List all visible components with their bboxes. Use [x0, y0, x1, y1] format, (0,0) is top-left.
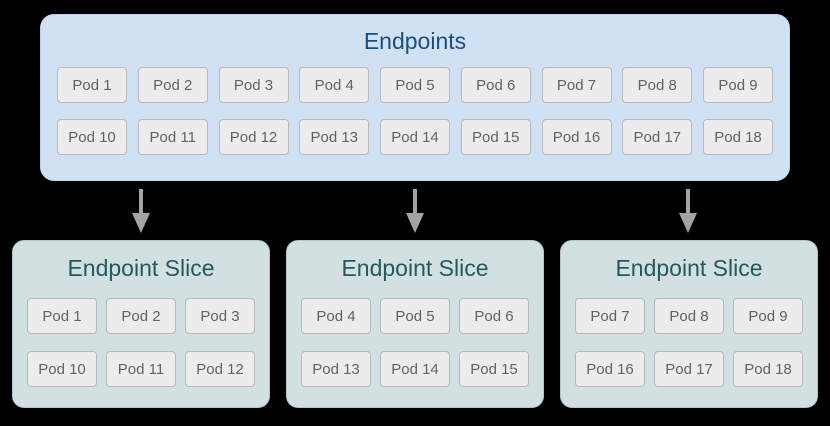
pod-chip: Pod 13 — [299, 119, 370, 155]
endpoints-box: Endpoints Pod 1 Pod 2 Pod 3 Pod 4 Pod 5 … — [40, 14, 790, 181]
pod-chip: Pod 18 — [703, 119, 773, 155]
endpoint-slice-box-2: Endpoint Slice Pod 4 Pod 5 Pod 6 Pod 13 … — [286, 240, 544, 408]
pod-chip: Pod 11 — [137, 119, 208, 155]
endpoint-slice-title: Endpoint Slice — [615, 255, 763, 281]
slice-pod-row-1: Pod 4 Pod 5 Pod 6 — [301, 298, 529, 334]
pod-chip: Pod 4 — [301, 298, 371, 334]
pod-chip: Pod 10 — [57, 119, 127, 155]
pod-chip: Pod 9 — [733, 298, 803, 334]
pod-chip: Pod 18 — [733, 351, 803, 387]
pod-chip: Pod 15 — [459, 351, 529, 387]
pod-chip: Pod 1 — [27, 298, 97, 334]
endpoints-pod-row-2: Pod 10 Pod 11 Pod 12 Pod 13 Pod 14 Pod 1… — [57, 119, 773, 155]
pod-chip: Pod 4 — [299, 67, 370, 103]
pod-chip: Pod 7 — [575, 298, 645, 334]
pod-chip: Pod 5 — [380, 298, 450, 334]
pod-chip: Pod 6 — [460, 67, 531, 103]
pod-chip: Pod 16 — [575, 351, 645, 387]
pod-chip: Pod 1 — [57, 67, 127, 103]
pod-chip: Pod 2 — [137, 67, 208, 103]
pod-chip: Pod 8 — [622, 67, 693, 103]
endpoint-slice-box-3: Endpoint Slice Pod 7 Pod 8 Pod 9 Pod 16 … — [560, 240, 818, 408]
pod-chip: Pod 14 — [380, 351, 450, 387]
pod-chip: Pod 12 — [185, 351, 255, 387]
pod-chip: Pod 11 — [106, 351, 176, 387]
pod-chip: Pod 8 — [654, 298, 724, 334]
endpoint-slice-title: Endpoint Slice — [341, 255, 489, 281]
down-arrow-icon — [679, 189, 697, 233]
pod-chip: Pod 5 — [380, 67, 450, 103]
endpoints-title: Endpoints — [363, 28, 467, 54]
pod-chip: Pod 16 — [541, 119, 612, 155]
slice-pod-row-2: Pod 10 Pod 11 Pod 12 — [27, 351, 255, 387]
pod-chip: Pod 14 — [380, 119, 450, 155]
pod-chip: Pod 10 — [27, 351, 97, 387]
pod-chip: Pod 3 — [185, 298, 255, 334]
pod-chip: Pod 3 — [218, 67, 289, 103]
endpoint-slice-box-1: Endpoint Slice Pod 1 Pod 2 Pod 3 Pod 10 … — [12, 240, 270, 408]
pod-chip: Pod 7 — [541, 67, 612, 103]
slice-pod-row-2: Pod 16 Pod 17 Pod 18 — [575, 351, 803, 387]
pod-chip: Pod 17 — [622, 119, 693, 155]
pod-chip: Pod 15 — [460, 119, 531, 155]
pod-chip: Pod 17 — [654, 351, 724, 387]
pod-chip: Pod 9 — [703, 67, 773, 103]
down-arrow-icon — [132, 189, 150, 233]
slice-pod-row-2: Pod 13 Pod 14 Pod 15 — [301, 351, 529, 387]
pod-chip: Pod 6 — [459, 298, 529, 334]
pod-chip: Pod 2 — [106, 298, 176, 334]
slice-pod-row-1: Pod 7 Pod 8 Pod 9 — [575, 298, 803, 334]
endpoints-pod-row-1: Pod 1 Pod 2 Pod 3 Pod 4 Pod 5 Pod 6 Pod … — [57, 67, 773, 103]
slice-pod-row-1: Pod 1 Pod 2 Pod 3 — [27, 298, 255, 334]
pod-chip: Pod 13 — [301, 351, 371, 387]
endpoint-slice-title: Endpoint Slice — [67, 255, 215, 281]
down-arrow-icon — [406, 189, 424, 233]
pod-chip: Pod 12 — [218, 119, 289, 155]
